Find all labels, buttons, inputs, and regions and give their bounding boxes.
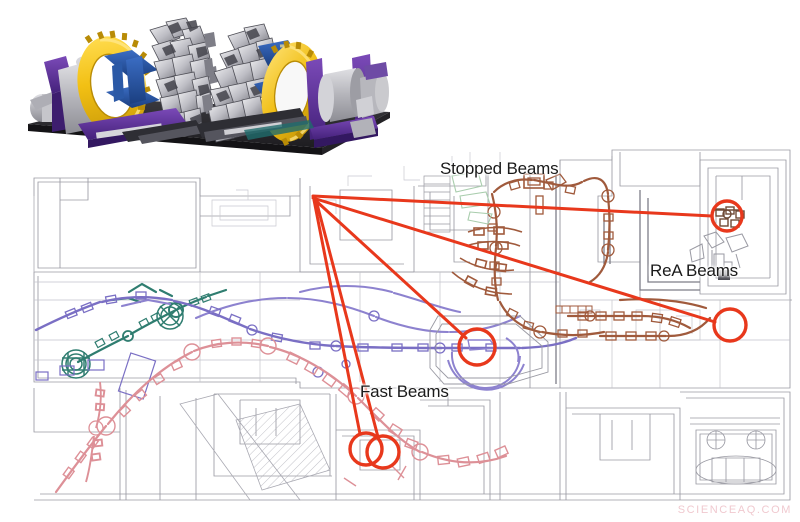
beamline-purple [34, 296, 578, 350]
beamline-teal-spectrometer [61, 302, 184, 379]
leader-line-inflight [312, 197, 468, 340]
target-circle-stopped-beams [710, 199, 744, 233]
stopped-beam-endpoint-detail [689, 231, 749, 280]
beamline-rust-stopped [490, 177, 611, 337]
floorplan-hatched-structure [179, 393, 331, 501]
target-circle-rea-beams [712, 307, 748, 343]
target-circle-fast-beams-b [365, 434, 401, 470]
leader-line-rea-beams [311, 196, 717, 324]
render-left-assembly [30, 17, 218, 148]
stopped-beam-endpoint-equipment [714, 206, 745, 228]
render-left-frame [78, 108, 210, 148]
render-right-rail [196, 108, 314, 142]
site-watermark: SCIENCEAQ.COM [677, 504, 792, 516]
beamline-rea-elements [555, 305, 682, 342]
floorplan-walls [33, 149, 792, 501]
beamline-purple-target-area [447, 337, 525, 391]
label-stopped-beams: Stopped Beams [440, 159, 559, 178]
leader-line-stopped-beams [311, 194, 714, 218]
label-rea-beams: ReA Beams [650, 261, 738, 280]
label-fast-beams: Fast Beams [360, 382, 449, 401]
leader-line-fast-beams-b [314, 198, 380, 439]
beamline-rust-experiments [451, 226, 523, 297]
leader-line-fast-beams-a [312, 198, 362, 436]
target-circle-inflight [457, 327, 497, 367]
floorplan-faint-detail [211, 152, 501, 227]
target-circle-fast-beams-a [348, 431, 384, 467]
beamline-pink-feed [85, 381, 106, 483]
beamline-purple-room [429, 315, 549, 385]
beamline-teal-magnets [94, 293, 212, 349]
render-left-struts [104, 50, 160, 108]
beamline-fragment-separator-elements [62, 337, 510, 487]
callout-target-circles [348, 199, 748, 470]
callout-leader-lines [311, 194, 717, 439]
render-right-assembly [196, 23, 389, 148]
